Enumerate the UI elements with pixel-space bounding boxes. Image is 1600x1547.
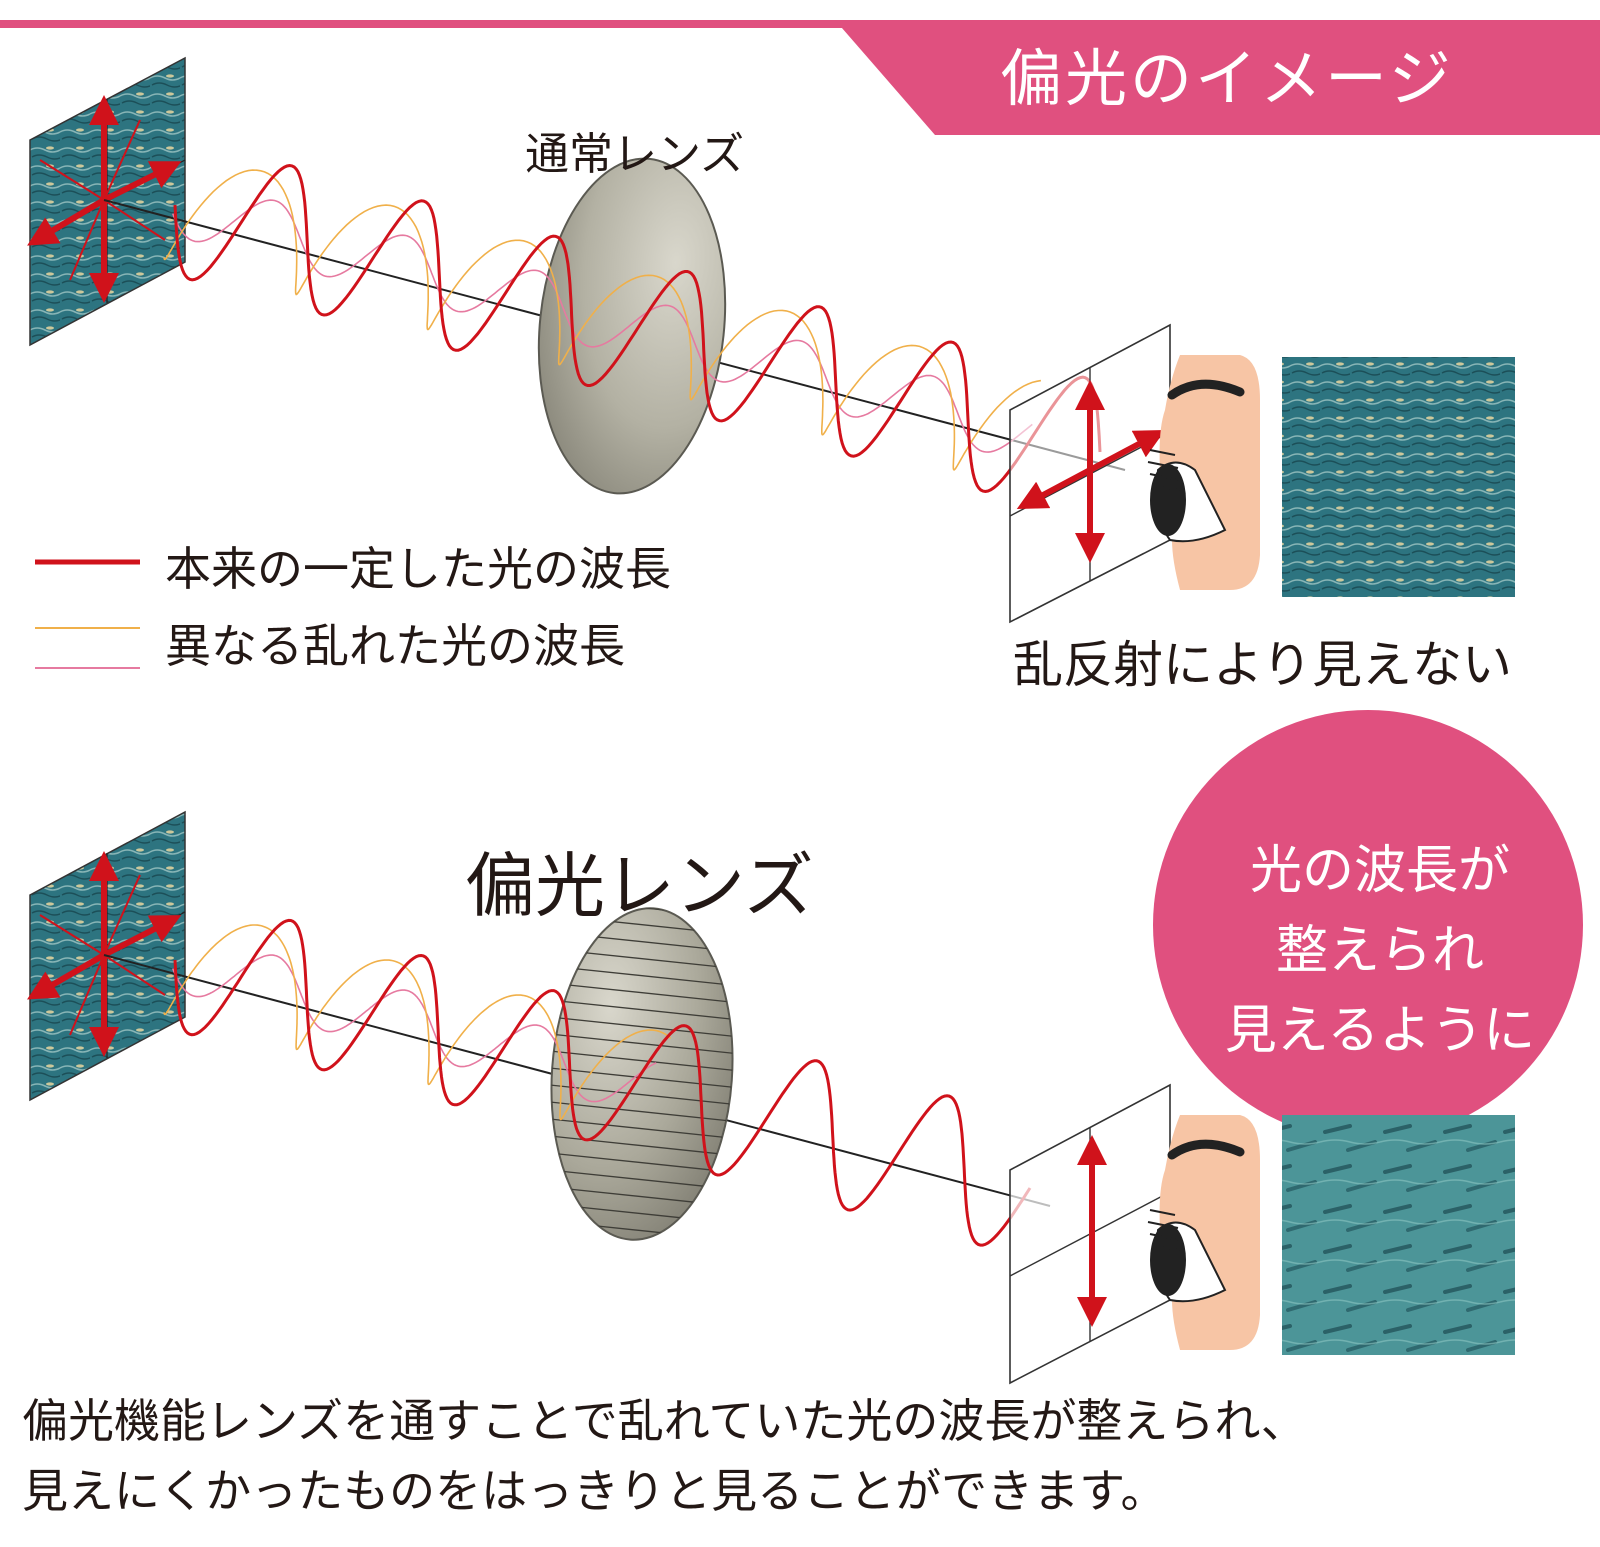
- lens-hatch-line: [540, 1032, 744, 1056]
- top-source-arrows: [27, 95, 182, 303]
- top-wave-orange: [163, 169, 1042, 471]
- title-banner: [0, 20, 1600, 135]
- lens-hatch-line: [540, 1100, 744, 1124]
- lens-hatch-line: [540, 1134, 744, 1158]
- top-waves: [163, 163, 1102, 494]
- legend-label-disordered-wave: 異なる乱れた光の波長: [165, 619, 625, 673]
- top-water-photo: [1282, 357, 1515, 597]
- bottom-text-line-1: 偏光機能レンズを通すことで乱れていた光の波長が整えられ、: [22, 1394, 1307, 1448]
- page-title: 偏光のイメージ: [1000, 42, 1454, 115]
- top-wave-red: [173, 163, 1102, 494]
- legend-graphics: [35, 559, 140, 669]
- bottom-water-photo: [1282, 1115, 1515, 1355]
- top-eye-arrows: [1016, 380, 1166, 563]
- bottom-waves: [163, 918, 1032, 1247]
- bottom-text-line-2: 見えにくかったものをはっきりと見ることができます。: [22, 1464, 1167, 1518]
- bubble-line-3: 見えるように: [1224, 1001, 1536, 1061]
- lens-hatch-line: [540, 1236, 744, 1246]
- normal-lens-label: 通常レンズ: [525, 129, 745, 180]
- message-bubble: [1153, 710, 1583, 1140]
- bottom-wave-red: [173, 918, 1032, 1247]
- lens-hatch-line: [540, 981, 744, 1005]
- bubble-line-1: 光の波長が: [1249, 841, 1510, 901]
- lens-hatch-line: [540, 1015, 744, 1039]
- lens-hatch-line: [540, 1049, 744, 1073]
- bubble-line-2: 整えられ: [1275, 921, 1484, 981]
- top-caption: 乱反射により見えない: [1013, 636, 1512, 694]
- legend-label-original-wave: 本来の一定した光の波長: [165, 542, 671, 596]
- bottom-source-arrows: [27, 851, 182, 1057]
- normal-lens: [537, 157, 727, 495]
- lens-hatch-line: [540, 1066, 744, 1090]
- top-face: [1147, 355, 1260, 590]
- bottom-wave-orange: [163, 924, 672, 1121]
- polarized-lens-label: 偏光レンズ: [465, 845, 814, 927]
- lens-hatch-line: [540, 1254, 750, 1276]
- top-wave-pink: [171, 199, 1033, 453]
- lens-hatch-line: [540, 998, 744, 1022]
- bottom-face: [1147, 1115, 1260, 1350]
